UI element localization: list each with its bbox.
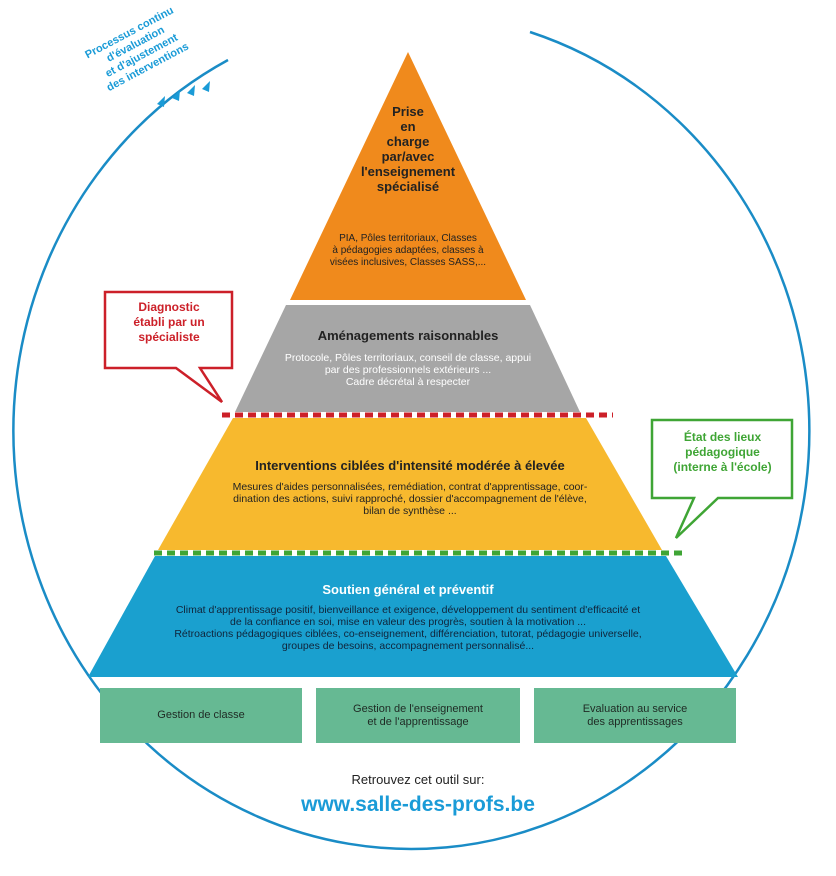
callout-diagnostic-line: spécialiste — [138, 330, 200, 344]
tier-second-body-line: par des professionnels extérieurs ... — [324, 364, 492, 376]
tier-base-shape — [88, 556, 738, 677]
foundation-label: Gestion de l'enseignement — [353, 702, 483, 715]
tier-base-body-line: de la confiance en soi, mise en valeur d… — [229, 616, 587, 628]
tier-top-shape — [290, 52, 526, 300]
callout-etat-line: État des lieux — [683, 430, 762, 444]
tier-top-title-line: l'enseignement — [360, 164, 456, 179]
tier-base-body-line: groupes de besoins, accompagnement perso… — [281, 640, 535, 652]
tier-base-body-line: Climat d'apprentissage positif, bienveil… — [175, 604, 641, 616]
callout-etat-line: (interne à l'école) — [673, 460, 772, 474]
tier-top-body-line: visées inclusives, Classes SASS,... — [329, 257, 487, 268]
tier-top-title-line: par/avec — [381, 149, 435, 164]
process-circle — [12, 30, 811, 851]
tier-third-body-line: bilan de synthèse ... — [363, 505, 457, 517]
arrow-icon — [172, 90, 180, 101]
tier-top-body: PIA, Pôles territoriaux, Classes à pédag… — [298, 233, 518, 269]
callout-etat-text: État des lieux pédagogique (interne à l'… — [654, 430, 791, 475]
tier-top-title-line: Prise — [392, 104, 424, 119]
process-arrows — [157, 81, 210, 107]
tier-base-body: Climat d'apprentissage positif, bienveil… — [118, 604, 698, 652]
tier-second-body-line: Cadre décrétal à respecter — [345, 376, 471, 388]
tier-third-body-line: dination des actions, suivi rapproché, d… — [233, 493, 587, 505]
tier-second-body-line: Protocole, Pôles territoriaux, conseil d… — [284, 352, 532, 364]
foundation-label: Gestion de classe — [157, 709, 245, 721]
tier-third-shape — [158, 418, 662, 550]
foundation-label: Evaluation au service — [582, 702, 688, 715]
process-label: Processus continu d'évaluation et d'ajus… — [83, 4, 191, 94]
foundation-evaluation: Evaluation au service des apprentissages — [534, 688, 736, 743]
callout-etat-shape — [650, 418, 794, 539]
tier-second-title: Aménagements raisonnables — [317, 328, 499, 343]
tier-third-title: Interventions ciblées d'intensité modéré… — [255, 458, 565, 473]
tier-second-shape — [235, 305, 580, 412]
callout-etat-line: pédagogique — [685, 445, 760, 459]
tier-top-title-line: spécialisé — [376, 179, 440, 194]
foundation-gestion-enseignement: Gestion de l'enseignement et de l'appren… — [316, 688, 520, 743]
arrow-icon — [202, 81, 210, 92]
tier-second-body: Protocole, Pôles territoriaux, conseil d… — [250, 352, 566, 388]
footer-url-link[interactable]: www.salle-des-profs.be — [301, 793, 535, 816]
tier-top-body-line: à pédagogies adaptées, classes à — [332, 245, 484, 256]
arrow-icon — [157, 96, 165, 107]
tier-base-title: Soutien général et préventif — [322, 582, 494, 597]
callout-diagnostic-line: Diagnostic — [138, 300, 200, 314]
tier-top-title-line: en — [400, 119, 416, 134]
tier-top-body-line: PIA, Pôles territoriaux, Classes — [339, 233, 477, 244]
callout-diagnostic-line: établi par un — [133, 315, 205, 329]
tier-top-title: Prise en charge par/avec l'enseignement … — [318, 104, 498, 194]
foundation-gestion-classe: Gestion de classe — [100, 688, 302, 743]
footer-prompt: Retrouvez cet outil sur: — [351, 772, 485, 787]
tier-base-body-line: Rétroactions pédagogiques ciblées, co-en… — [174, 628, 642, 640]
arrow-icon — [187, 85, 195, 96]
callout-diagnostic-shape — [103, 290, 234, 404]
foundation-label: des apprentissages — [587, 715, 683, 728]
foundation-label: et de l'apprentissage — [367, 715, 469, 728]
tier-top-title-line: charge — [386, 134, 430, 149]
tier-third-body-line: Mesures d'aides personnalisées, remédiat… — [232, 481, 588, 493]
callout-diagnostic-text: Diagnostic établi par un spécialiste — [108, 300, 230, 345]
tier-third-body: Mesures d'aides personnalisées, remédiat… — [196, 481, 624, 517]
